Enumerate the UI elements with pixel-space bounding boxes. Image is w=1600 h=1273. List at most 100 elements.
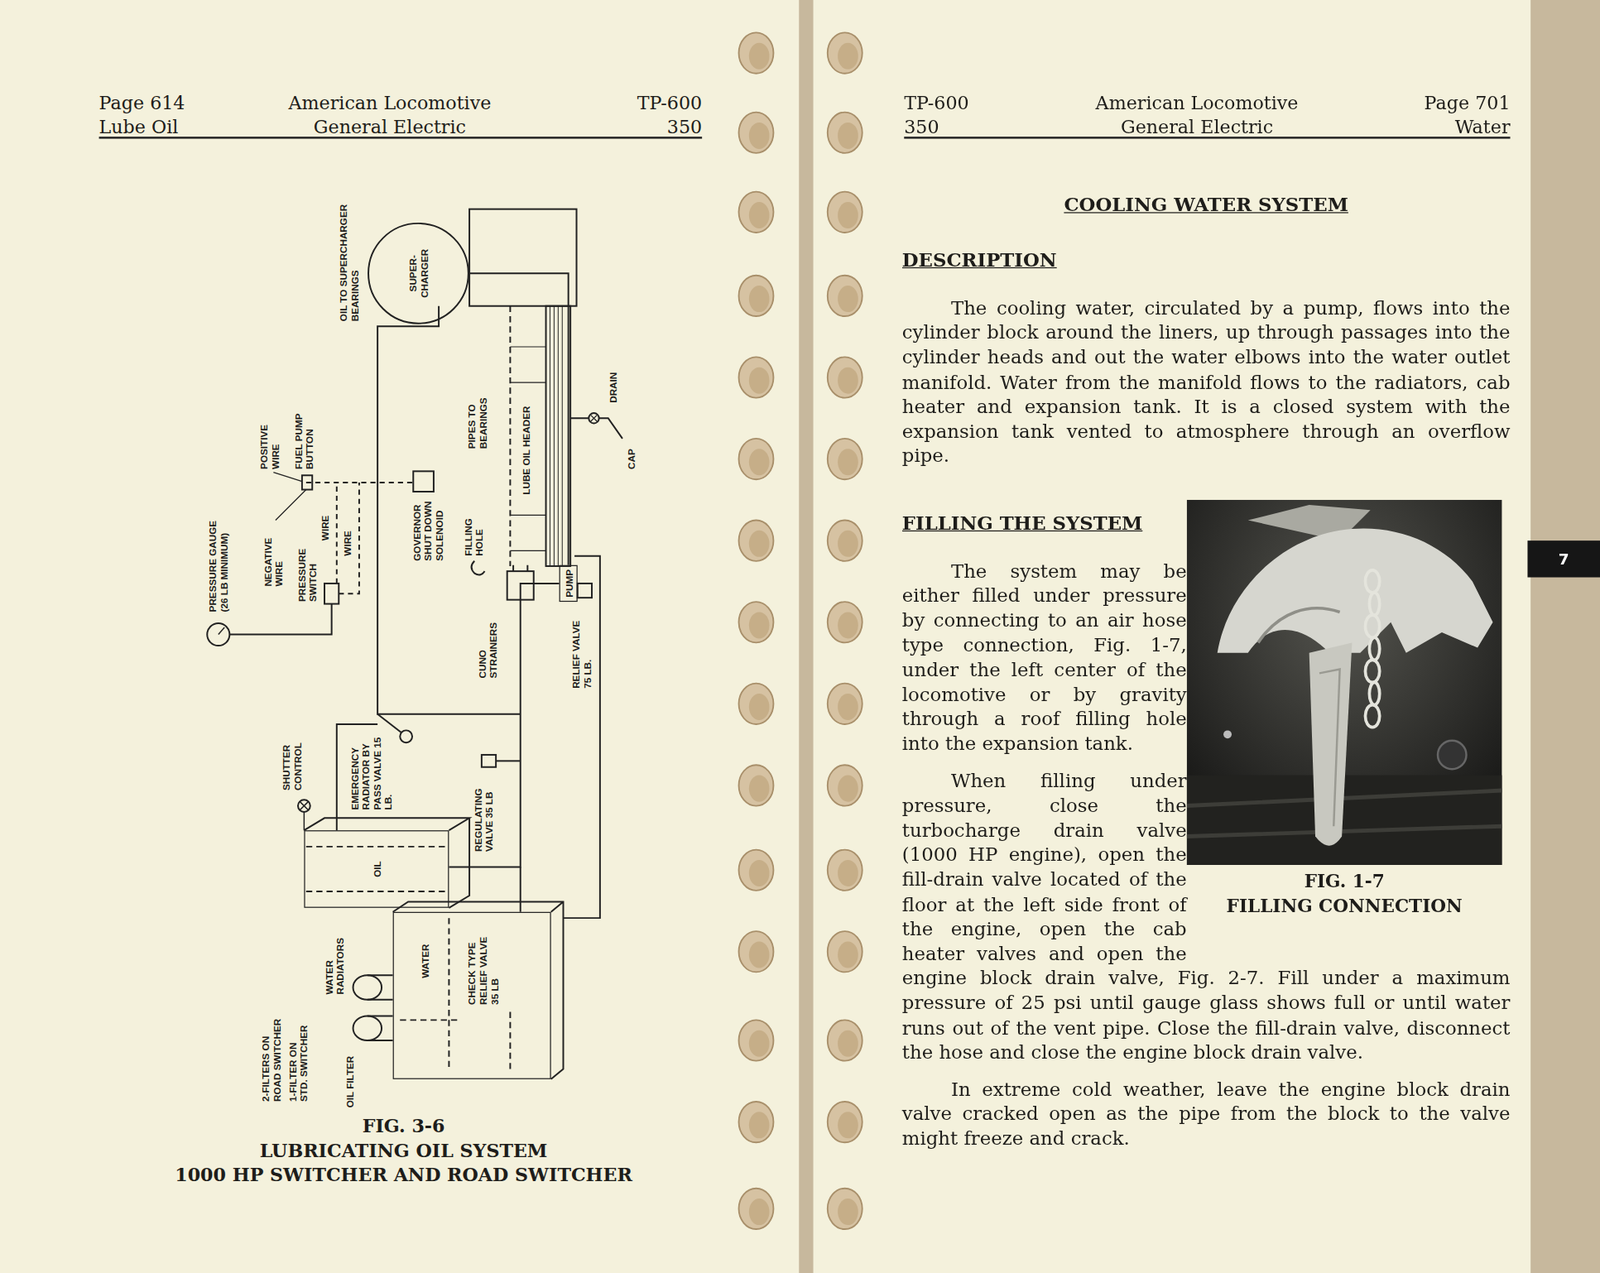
drawn-circle	[399, 730, 413, 743]
drawn-ellipse	[1364, 570, 1379, 593]
part-label: NEGATIVE WIRE	[262, 523, 285, 587]
drawn-ellipse	[1364, 705, 1379, 728]
photo-filling-connection	[1186, 499, 1503, 865]
binding-hole	[739, 438, 774, 480]
header-column: Page 701Water	[1306, 91, 1511, 140]
header-column: TP-600350	[903, 91, 969, 140]
part-label: WIRE	[341, 530, 354, 557]
drawn-rect	[324, 583, 339, 605]
binding-hole-shade	[749, 860, 770, 887]
binding-hole-shade	[749, 448, 770, 476]
binding-hole-shade	[749, 611, 770, 639]
text-block: COOLING WATER SYSTEMDESCRIPTIONThe cooli…	[902, 192, 1511, 469]
drawn-path	[509, 346, 546, 551]
binding-hole	[739, 931, 774, 972]
drawn-path	[509, 306, 511, 567]
drawn-g	[1364, 570, 1379, 728]
binding-hole-shade	[749, 285, 770, 313]
drawn-rect	[469, 209, 577, 307]
drawn-path	[377, 306, 521, 715]
binding-hole-shade	[749, 693, 770, 721]
binding-hole-shade	[837, 122, 859, 149]
part-label: 2-FILTERS ON ROAD SWITCHER	[259, 1014, 283, 1102]
binding-hole	[827, 764, 863, 806]
binding-hole-shade	[749, 367, 770, 394]
drawn-path	[1319, 668, 1341, 827]
drawn-path	[306, 482, 414, 594]
section-heading: DESCRIPTION	[902, 246, 1511, 274]
drawn-circle	[1223, 730, 1232, 739]
binding-hole	[739, 764, 774, 806]
drawn-rect	[481, 754, 496, 768]
drawn-rect	[1186, 499, 1503, 865]
drawn-ellipse	[1364, 659, 1379, 683]
section-tab: 7	[1527, 540, 1600, 577]
binding-hole-shade	[837, 611, 859, 639]
oil-pipe	[448, 583, 559, 868]
binding-hole	[739, 1101, 774, 1143]
binding-hole	[739, 520, 774, 562]
part-label: 1-FILTER ON STD. SWITCHER	[286, 1019, 309, 1102]
drawn-path	[306, 846, 447, 892]
body-text: In extreme cold weather, leave the engin…	[902, 1076, 1511, 1151]
binding-hole	[739, 32, 774, 73]
binding-hole	[827, 192, 863, 233]
drawn-ellipse	[1369, 592, 1379, 616]
header-column: American LocomotiveGeneral Electric	[1043, 91, 1351, 140]
binding-hole	[739, 112, 774, 154]
page-number: Page 701	[1306, 91, 1511, 116]
binding-hole	[739, 1019, 774, 1061]
binding-hole	[827, 275, 863, 317]
part-label: CAP	[625, 448, 638, 470]
drawn-ellipse	[353, 1015, 383, 1041]
connector-layer	[198, 168, 633, 1112]
drawn-path	[229, 604, 332, 635]
part-label: FILLING HOLE	[461, 503, 485, 557]
manual-number: TP-600	[498, 91, 703, 116]
binding-hole	[739, 275, 774, 317]
part-label: OIL FILTER	[343, 1056, 356, 1109]
drawn-path	[495, 759, 521, 762]
figure-caption: LUBRICATING OIL SYSTEM	[150, 1138, 656, 1163]
binding-hole-shade	[837, 1111, 859, 1139]
binding-hole-shade	[837, 367, 859, 394]
drawn-path	[377, 714, 401, 733]
binding-hole-shade	[749, 1198, 770, 1226]
drawn-rect	[546, 306, 572, 567]
part-label: FUEL PUMP BUTTON	[293, 398, 316, 470]
drawn-rect	[1186, 775, 1503, 865]
header-column: Page 614Lube Oil	[99, 91, 186, 140]
header-column: American LocomotiveGeneral Electric	[236, 91, 543, 140]
binding-hole	[827, 1188, 863, 1230]
binding-hole	[827, 1101, 863, 1143]
manual-number: TP-600	[903, 91, 969, 116]
figure: FIG. 1-7FILLING CONNECTION	[1186, 499, 1511, 944]
binding-hole	[827, 520, 863, 562]
binding-hole	[827, 356, 863, 398]
drawn-path	[562, 556, 600, 918]
binding-hole-shade	[837, 775, 859, 803]
drawn-path	[218, 627, 225, 635]
binding-hole	[739, 601, 774, 643]
binding-hole-shade	[837, 941, 859, 968]
binding-hole-shade	[837, 530, 859, 558]
drawn-ellipse	[353, 975, 383, 1000]
node-text: PUMP	[562, 569, 575, 598]
figure-caption-block: FIG. 1-7FILLING CONNECTION	[1186, 869, 1503, 918]
drawn-g	[206, 209, 623, 1080]
part-label: SHUTTER CONTROL	[280, 735, 303, 792]
publisher: American Locomotive	[1043, 91, 1351, 116]
tab-number: 7	[1527, 540, 1600, 577]
binding-hole-shade	[837, 285, 859, 313]
part-label: GOVERNOR SHUT DOWN SOLENOID	[411, 495, 446, 562]
binding-hole-shade	[749, 775, 770, 803]
manual-number: 350	[498, 115, 703, 140]
circle-outline	[368, 223, 469, 324]
drawn-path	[299, 802, 308, 832]
drawn-circle	[588, 413, 599, 423]
binding-hole-shade	[749, 43, 770, 70]
oil-cooler-box: OIL	[303, 830, 449, 909]
supercharger-circle: SUPER-CHARGER	[367, 222, 470, 325]
node-text: OIL	[370, 860, 383, 878]
binding-hole	[827, 850, 863, 891]
